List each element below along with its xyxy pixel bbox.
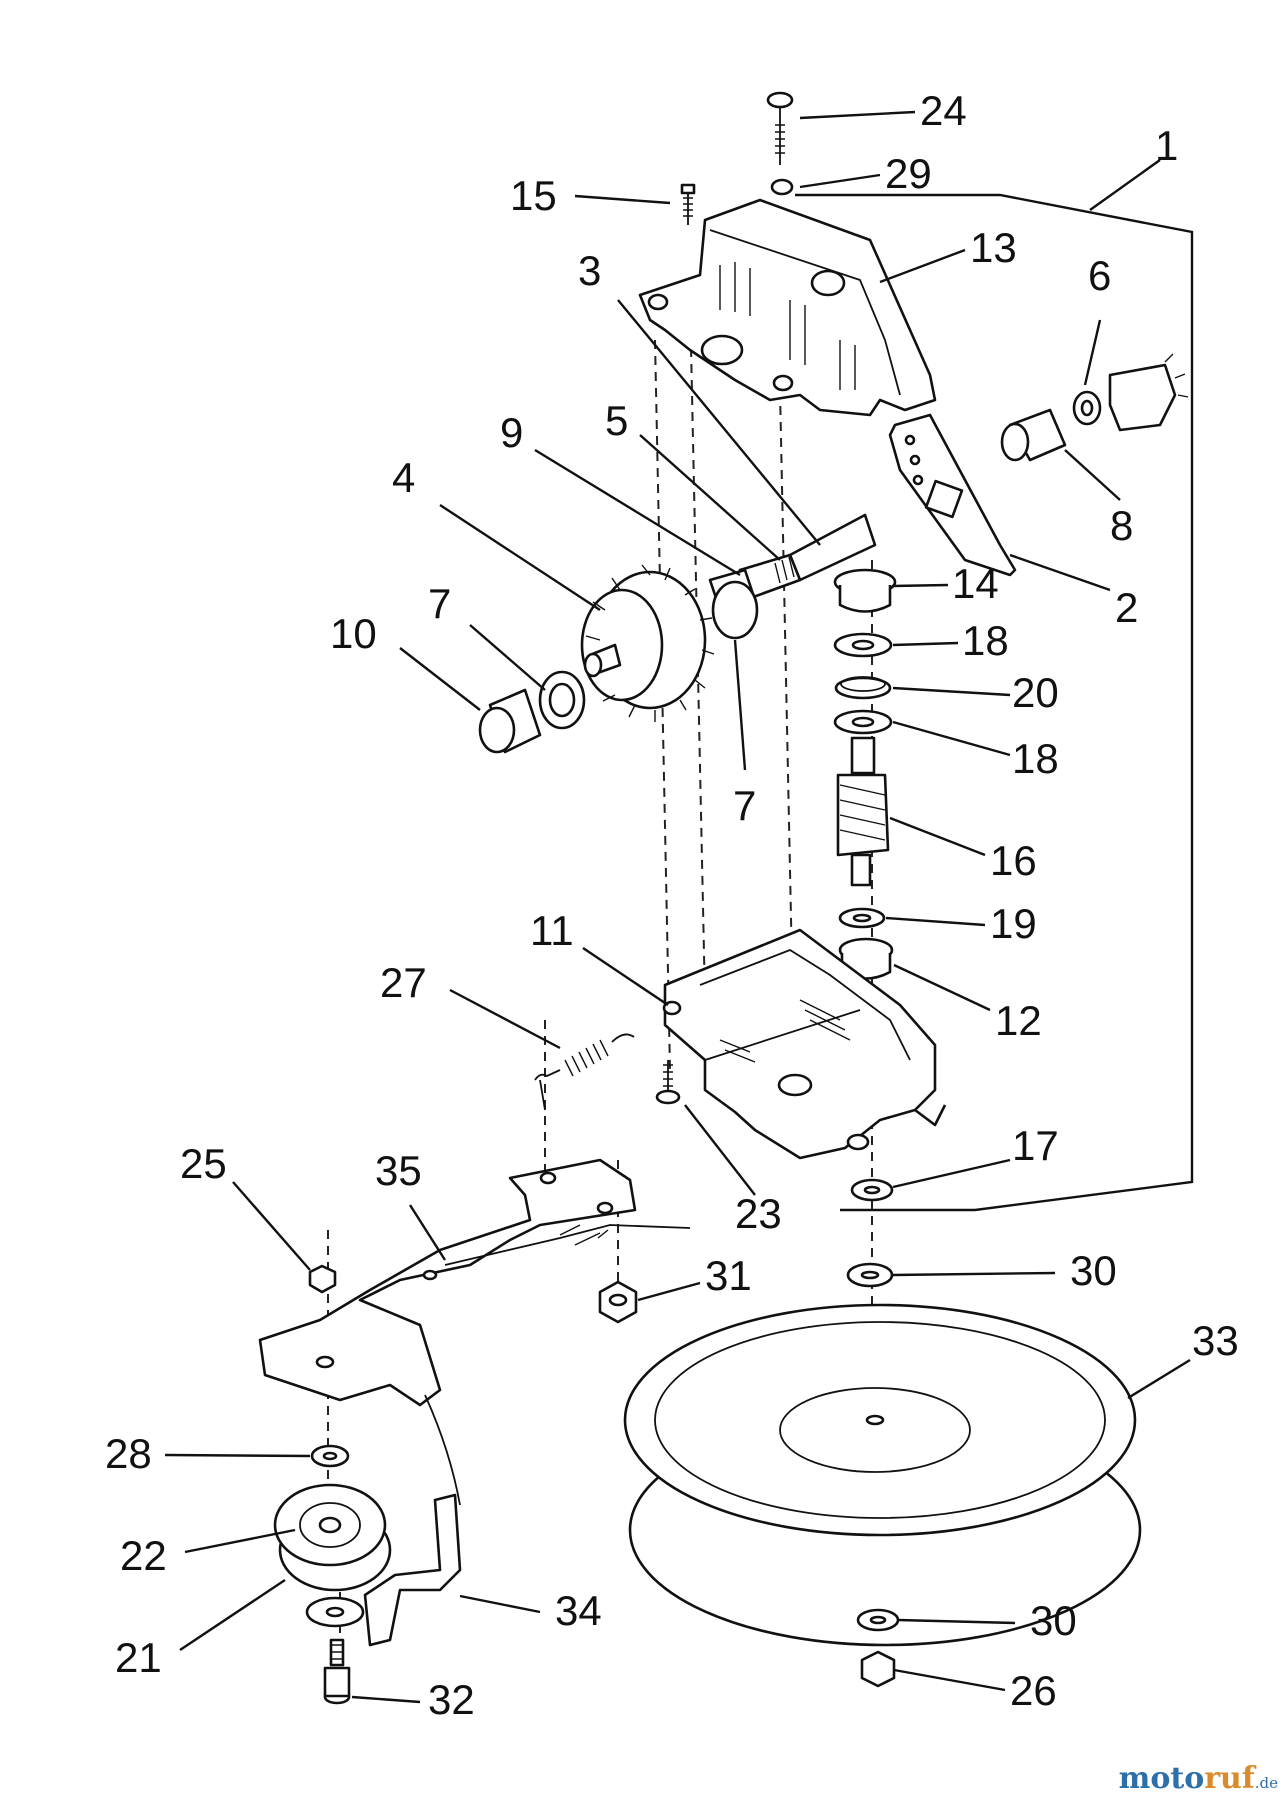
bearing-22 xyxy=(299,1502,361,1548)
bushing-14 xyxy=(833,568,897,613)
gear-end xyxy=(1108,353,1189,432)
washer-30-bottom xyxy=(856,1608,900,1632)
callout-16: 16 xyxy=(990,837,1037,884)
callout-34: 34 xyxy=(555,1587,602,1634)
spring-27 xyxy=(534,1033,635,1111)
callout-1: 1 xyxy=(1155,122,1178,169)
callout-33: 33 xyxy=(1192,1317,1239,1364)
bracket-34 xyxy=(305,1493,462,1647)
callout-7b: 7 xyxy=(733,782,756,829)
watermark-brand-accent: ruf xyxy=(1204,1761,1255,1796)
washer-17 xyxy=(850,1178,894,1202)
washer-29 xyxy=(770,178,794,196)
spring-washer-20 xyxy=(834,676,892,700)
pinion-16 xyxy=(836,736,890,887)
washer-7-left xyxy=(538,670,586,730)
callout-3: 3 xyxy=(578,247,601,294)
washer-30-top xyxy=(846,1262,894,1288)
callout-5: 5 xyxy=(605,397,628,444)
callout-26: 26 xyxy=(1010,1667,1057,1714)
watermark-brand-main: moto xyxy=(1118,1761,1205,1796)
callout-labels: 24 29 1 15 13 3 6 5 9 8 4 2 14 7 18 10 2… xyxy=(105,87,1239,1723)
gear-4 xyxy=(580,564,759,722)
screw-24 xyxy=(766,91,794,165)
callout-12: 12 xyxy=(995,997,1042,1044)
callout-9: 9 xyxy=(500,409,523,456)
callout-19: 19 xyxy=(990,900,1037,947)
callout-30a: 30 xyxy=(1070,1247,1117,1294)
pulley-33 xyxy=(623,1303,1142,1647)
callout-21: 21 xyxy=(115,1634,162,1681)
screw-15 xyxy=(680,183,696,225)
washer-6 xyxy=(1072,390,1102,426)
bearing-10 xyxy=(478,688,542,754)
site-watermark: motoruf.de xyxy=(1119,1761,1278,1796)
bolt-32 xyxy=(323,1638,351,1705)
shaft-stub xyxy=(583,643,622,678)
callout-7a: 7 xyxy=(428,580,451,627)
callout-20: 20 xyxy=(1012,669,1059,716)
callout-32: 32 xyxy=(428,1676,475,1723)
callout-17: 17 xyxy=(1012,1122,1059,1169)
callout-31: 31 xyxy=(705,1252,752,1299)
callout-14: 14 xyxy=(952,560,999,607)
callout-18a: 18 xyxy=(962,617,1009,664)
callout-8: 8 xyxy=(1110,502,1133,549)
callout-25: 25 xyxy=(180,1140,227,1187)
assembly-bracket-lines xyxy=(795,159,1194,1212)
callout-leaders xyxy=(164,110,1191,1704)
callout-23: 23 xyxy=(735,1190,782,1237)
lower-gear-housing xyxy=(662,928,947,1160)
idler-pulley-21 xyxy=(273,1483,392,1592)
washer-18-top xyxy=(833,632,893,658)
callout-2: 2 xyxy=(1115,584,1138,631)
bearing-8 xyxy=(1000,408,1067,462)
callout-11: 11 xyxy=(530,907,574,954)
callout-35: 35 xyxy=(375,1147,422,1194)
washer-19 xyxy=(838,907,886,929)
nut-26 xyxy=(860,1650,896,1688)
screw-23 xyxy=(655,1060,681,1105)
callout-29: 29 xyxy=(885,150,932,197)
lever-35 xyxy=(258,1158,691,1506)
callout-28: 28 xyxy=(105,1430,152,1477)
callout-4: 4 xyxy=(392,454,415,501)
shaft-3 xyxy=(738,513,877,602)
callout-13: 13 xyxy=(970,224,1017,271)
washer-28 xyxy=(310,1444,350,1468)
callout-10: 10 xyxy=(330,610,377,657)
callout-24: 24 xyxy=(920,87,967,134)
upper-gear-housing xyxy=(638,198,937,417)
callout-6: 6 xyxy=(1088,252,1111,299)
callout-22: 22 xyxy=(120,1532,167,1579)
callout-18b: 18 xyxy=(1012,735,1059,782)
callout-15: 15 xyxy=(510,172,557,219)
watermark-suffix: .de xyxy=(1254,1774,1278,1792)
washer-18-bottom xyxy=(833,709,893,735)
callout-30b: 30 xyxy=(1030,1597,1077,1644)
callout-27: 27 xyxy=(380,959,427,1006)
nut-25 xyxy=(308,1264,337,1294)
nut-31 xyxy=(598,1280,638,1324)
plate-2 xyxy=(888,413,1017,577)
